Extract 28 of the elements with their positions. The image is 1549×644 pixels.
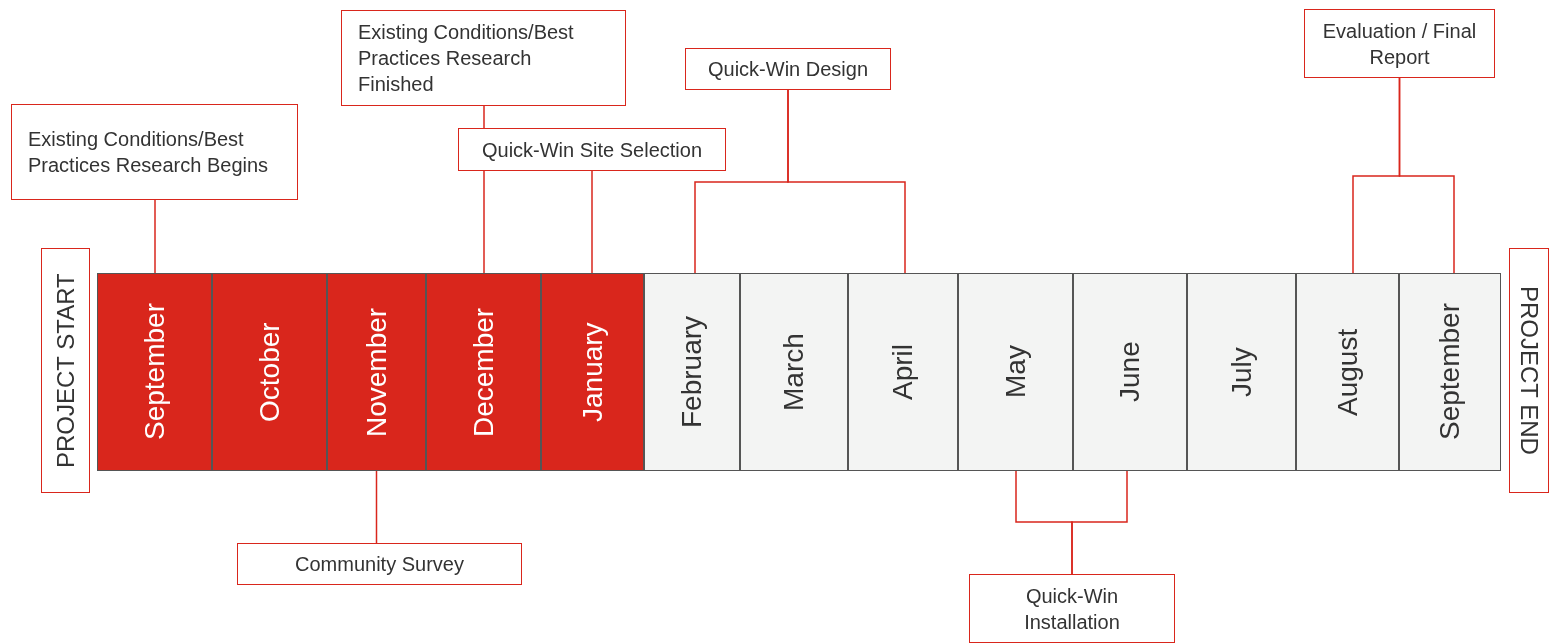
leader-line [1398,77,1455,274]
milestone-marker: PROJECT START [41,248,90,493]
month-cell: August [1296,273,1399,471]
month-cell: May [958,273,1073,471]
leader-line [591,170,593,274]
leader-line [787,89,906,274]
milestone-box: Quick-Win Design [685,48,891,90]
month-cell: September [97,273,212,471]
month-cell: December [426,273,541,471]
month-cell: March [740,273,848,471]
leader-line [154,199,156,274]
month-cell: October [212,273,327,471]
milestone-box: Existing Conditions/Best Practices Research Finished [341,10,626,106]
month-cell: November [327,273,426,471]
month-cell: January [541,273,644,471]
leader-line [375,470,378,544]
month-cell: February [644,273,740,471]
leader-line [1071,470,1128,575]
month-cell: September [1399,273,1501,471]
milestone-box: Quick-Win Site Selection [458,128,726,171]
milestone-box: Quick-Win Installation [969,574,1175,643]
milestone-box: Existing Conditions/Best Practices Research Begins [11,104,298,200]
month-cell: April [848,273,958,471]
month-cell: June [1073,273,1187,471]
milestone-box: Community Survey [237,543,522,585]
milestone-marker: PROJECT END [1509,248,1549,493]
milestone-box: Evaluation / Final Report [1304,9,1495,78]
month-cell: July [1187,273,1296,471]
